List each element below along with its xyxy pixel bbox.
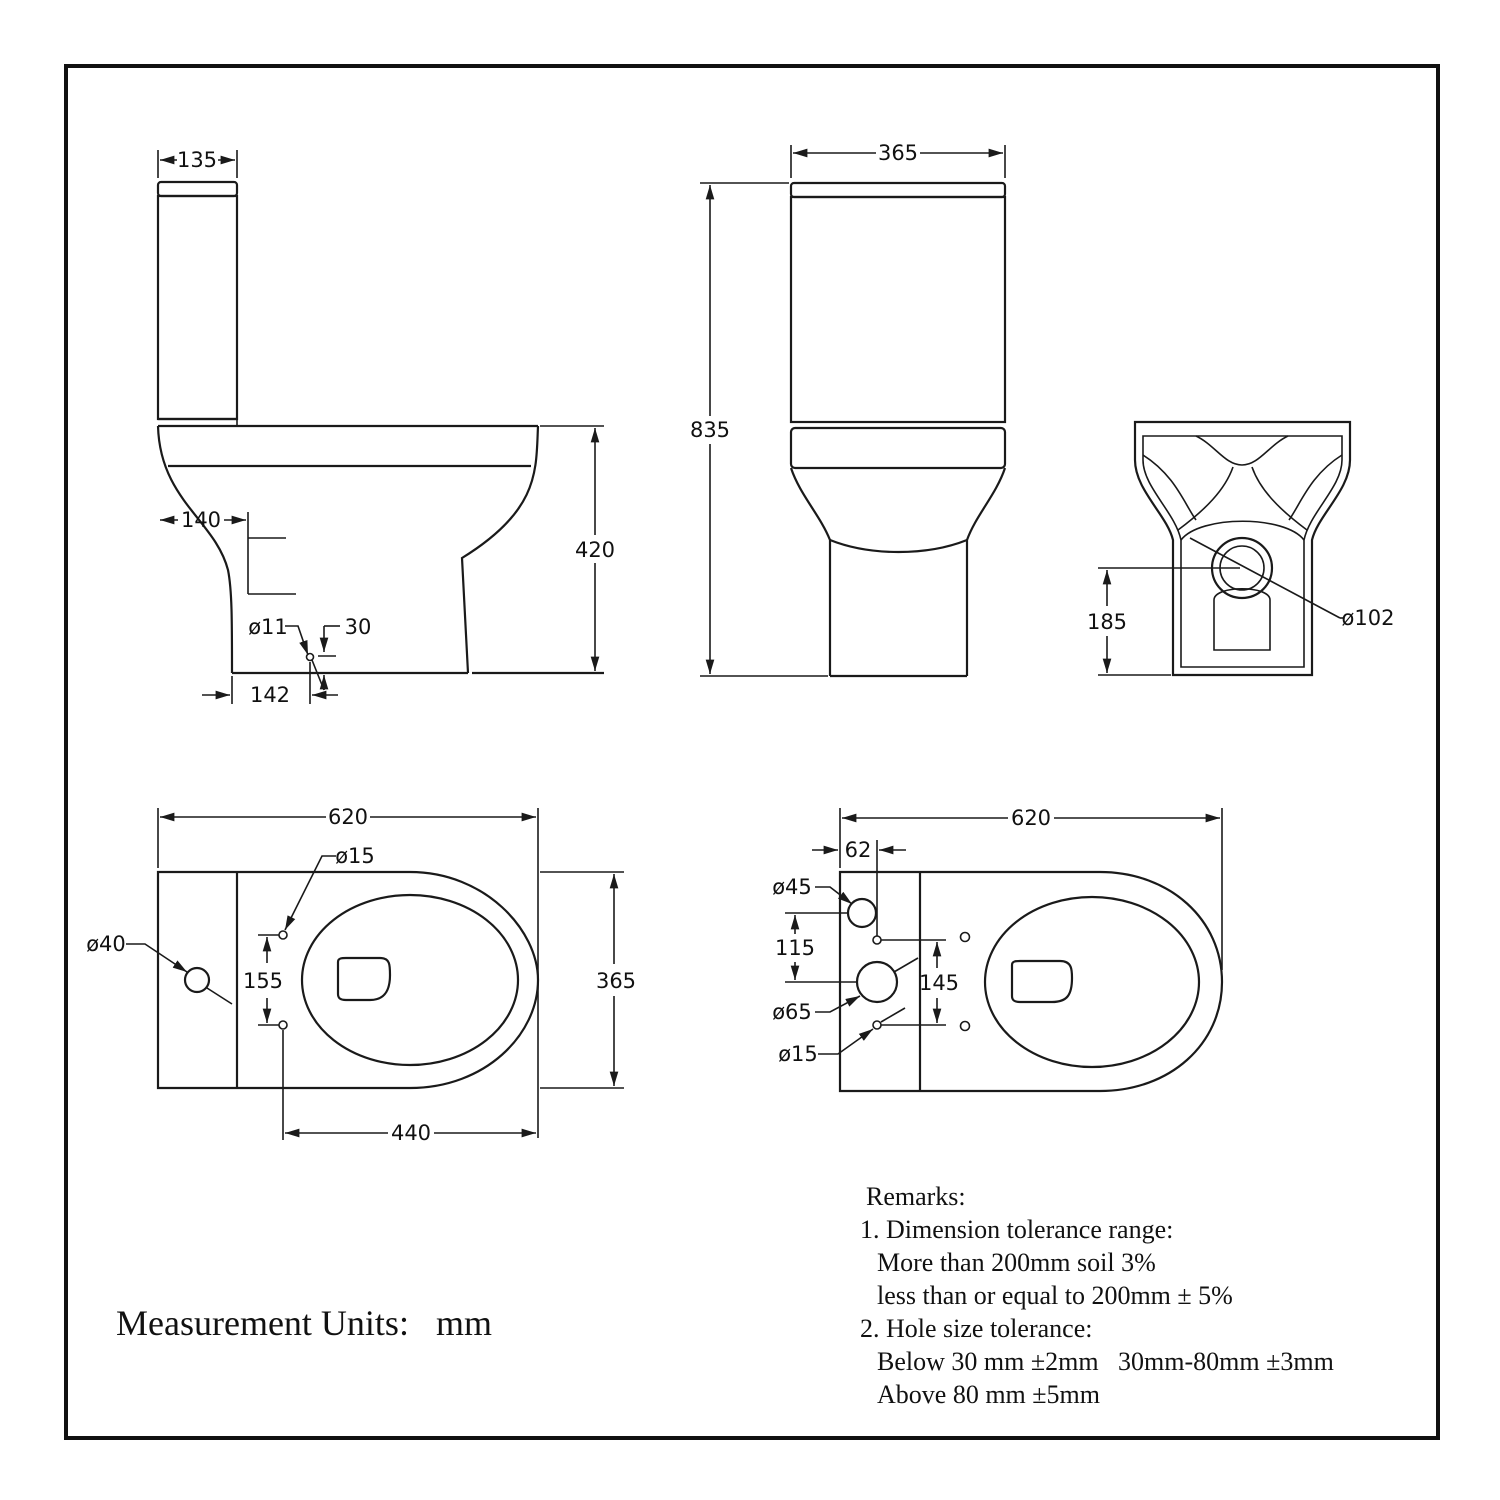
- remarks-item-1: 1. Dimension tolerance range:: [860, 1215, 1174, 1244]
- measurement-units: Measurement Units: mm: [116, 1302, 492, 1344]
- top-view: 620 ø15 ø40 155 365 440: [86, 805, 636, 1145]
- remarks-item-2: 2. Hole size tolerance:: [860, 1314, 1093, 1343]
- dim-tank-hole-spacing: 145: [919, 971, 959, 995]
- dim-top-fix-hole-dia: ø15: [335, 844, 375, 868]
- dim-top-water-inlet-dia: ø40: [86, 932, 126, 956]
- dim-tank-flush-dia: ø65: [772, 1000, 812, 1024]
- drawing-frame: [64, 64, 1440, 1440]
- dim-tank-fix-hole-dia: ø15: [778, 1042, 818, 1066]
- dim-front-width: 365: [878, 141, 918, 165]
- side-view: 135 420 140 ø11 30 142: [156, 148, 615, 707]
- rear-view: 185 ø102: [1087, 420, 1395, 677]
- dim-side-bolt-height: 30: [345, 615, 372, 639]
- dim-side-bolt-offset: 142: [250, 683, 290, 707]
- dim-top-width: 365: [596, 969, 636, 993]
- dim-tank-inlet-spacing: 115: [775, 936, 815, 960]
- dim-tank-inlet-dia: ø45: [772, 875, 812, 899]
- tank-top-view: 620 62 ø45 115 ø65 145 ø15: [772, 806, 1224, 1093]
- remarks-item-2-line-2: Above 80 mm ±5mm: [877, 1380, 1100, 1409]
- remarks-item-1-line-2: less than or equal to 200mm ± 5%: [877, 1281, 1233, 1310]
- remarks-item-2-line-1: Below 30 mm ±2mm 30mm-80mm ±3mm: [877, 1347, 1334, 1376]
- dim-top-fix-spacing: 155: [243, 969, 283, 993]
- dim-front-height: 835: [690, 418, 730, 442]
- dim-side-setback: 140: [181, 508, 221, 532]
- remarks-item-1-line-1: More than 200mm soil 3%: [877, 1248, 1156, 1277]
- dim-side-height: 420: [575, 538, 615, 562]
- dim-side-bolt-dia: ø11: [248, 615, 288, 639]
- dim-top-length: 620: [328, 805, 368, 829]
- remarks-block: Remarks: 1. Dimension tolerance range: M…: [860, 1180, 1334, 1411]
- remarks-title: Remarks:: [866, 1182, 966, 1211]
- front-view: 365 835: [690, 141, 1007, 678]
- dim-tank-length: 620: [1011, 806, 1051, 830]
- units-label: Measurement Units:: [116, 1303, 409, 1343]
- dim-rear-outlet-height: 185: [1087, 610, 1127, 634]
- units-value: mm: [435, 1303, 492, 1343]
- dim-side-tank-depth: 135: [177, 148, 217, 172]
- dim-top-fix-distance: 440: [391, 1121, 431, 1145]
- dim-tank-offset: 62: [845, 838, 872, 862]
- dim-rear-outlet-dia: ø102: [1342, 606, 1395, 630]
